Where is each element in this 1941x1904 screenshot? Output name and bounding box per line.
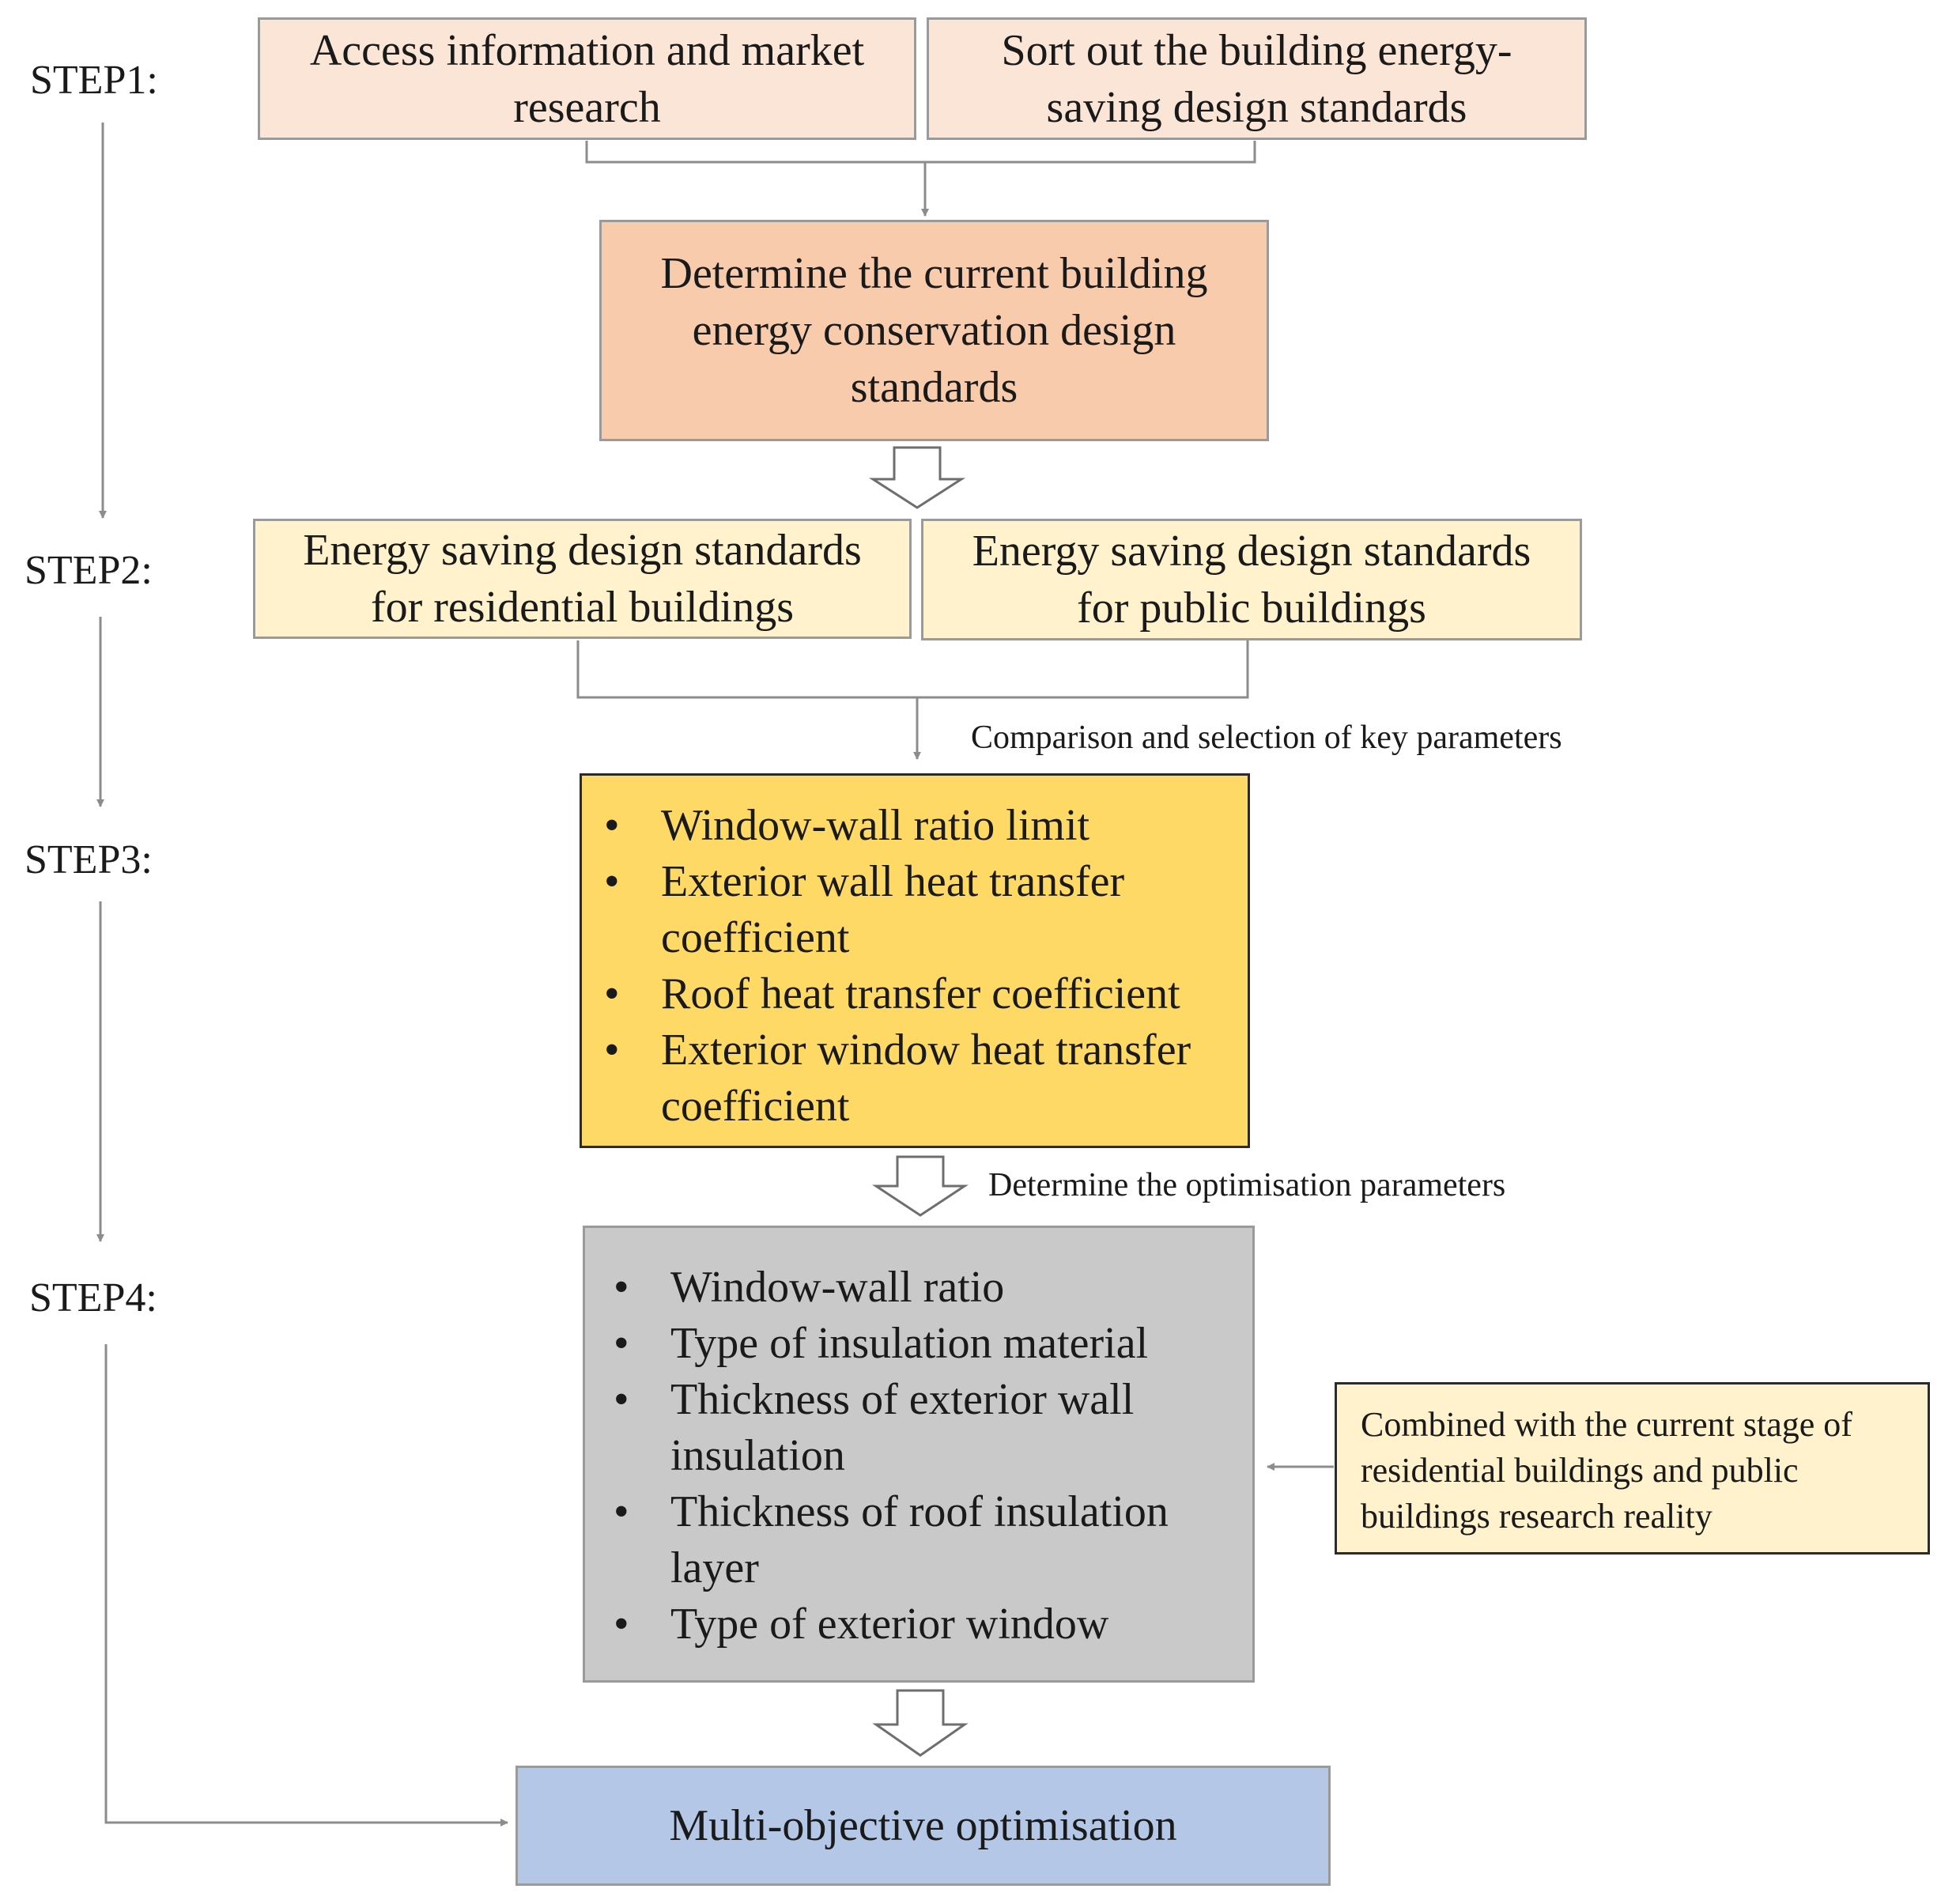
optimisation-parameters-list: Window-wall ratioType of insulation mate… (591, 1260, 1237, 1653)
timeline-arrow-4 (104, 1344, 508, 1827)
block-arrow-3 (872, 1689, 969, 1757)
list-item: Thickness of exterior wall insulation (591, 1372, 1237, 1484)
step2-label: STEP2: (25, 548, 153, 593)
step3-label: STEP3: (25, 837, 153, 882)
comparison-label: Comparison and selection of key paramete… (971, 720, 1562, 756)
sort-standards-text: Sort out the building energy-saving desi… (1001, 25, 1512, 132)
step1-bracket (585, 141, 1256, 164)
multi-objective-text: Multi-objective optimisation (669, 1801, 1177, 1850)
combined-note-box: Combined with the current stage of resid… (1335, 1382, 1930, 1555)
public-standards-text: Energy saving design standards for publi… (972, 527, 1531, 633)
access-info-text: Access information and market research (309, 25, 865, 132)
multi-objective-box: Multi-objective optimisation (515, 1766, 1331, 1886)
step4-label: STEP4: (29, 1275, 157, 1320)
block-arrow-1 (868, 446, 966, 509)
list-item: Exterior wall heat transfer coefficient (582, 854, 1232, 966)
list-item: Type of insulation material (591, 1316, 1237, 1372)
combined-note-text: Combined with the current stage of resid… (1361, 1405, 1852, 1536)
list-item: Roof heat transfer coefficient (582, 966, 1232, 1022)
step1-label: STEP1: (30, 58, 158, 103)
list-item: Exterior window heat transfer coefficien… (582, 1022, 1232, 1135)
residential-standards-box: Energy saving design standards for resid… (253, 519, 912, 639)
determine-optimisation-label: Determine the optimisation parameters (988, 1167, 1506, 1203)
residential-standards-text: Energy saving design standards for resid… (303, 526, 862, 632)
sort-standards-box: Sort out the building energy-saving desi… (927, 17, 1587, 140)
step2-bracket (576, 640, 1249, 699)
block-arrow-2 (872, 1155, 969, 1217)
list-item: Window-wall ratio (591, 1260, 1237, 1316)
optimisation-parameters-box: Window-wall ratioType of insulation mate… (583, 1226, 1255, 1683)
access-info-box: Access information and market research (258, 17, 916, 140)
list-item: Window-wall ratio limit (582, 798, 1232, 854)
key-parameters-box: Window-wall ratio limitExterior wall hea… (580, 773, 1250, 1148)
determine-standards-text: Determine the current building energy co… (660, 249, 1208, 412)
list-item: Type of exterior window (591, 1596, 1237, 1653)
determine-standards-box: Determine the current building energy co… (599, 220, 1269, 441)
key-parameters-list: Window-wall ratio limitExterior wall hea… (582, 798, 1232, 1135)
public-standards-box: Energy saving design standards for publi… (921, 519, 1582, 640)
list-item: Thickness of roof insulation layer (591, 1484, 1237, 1596)
